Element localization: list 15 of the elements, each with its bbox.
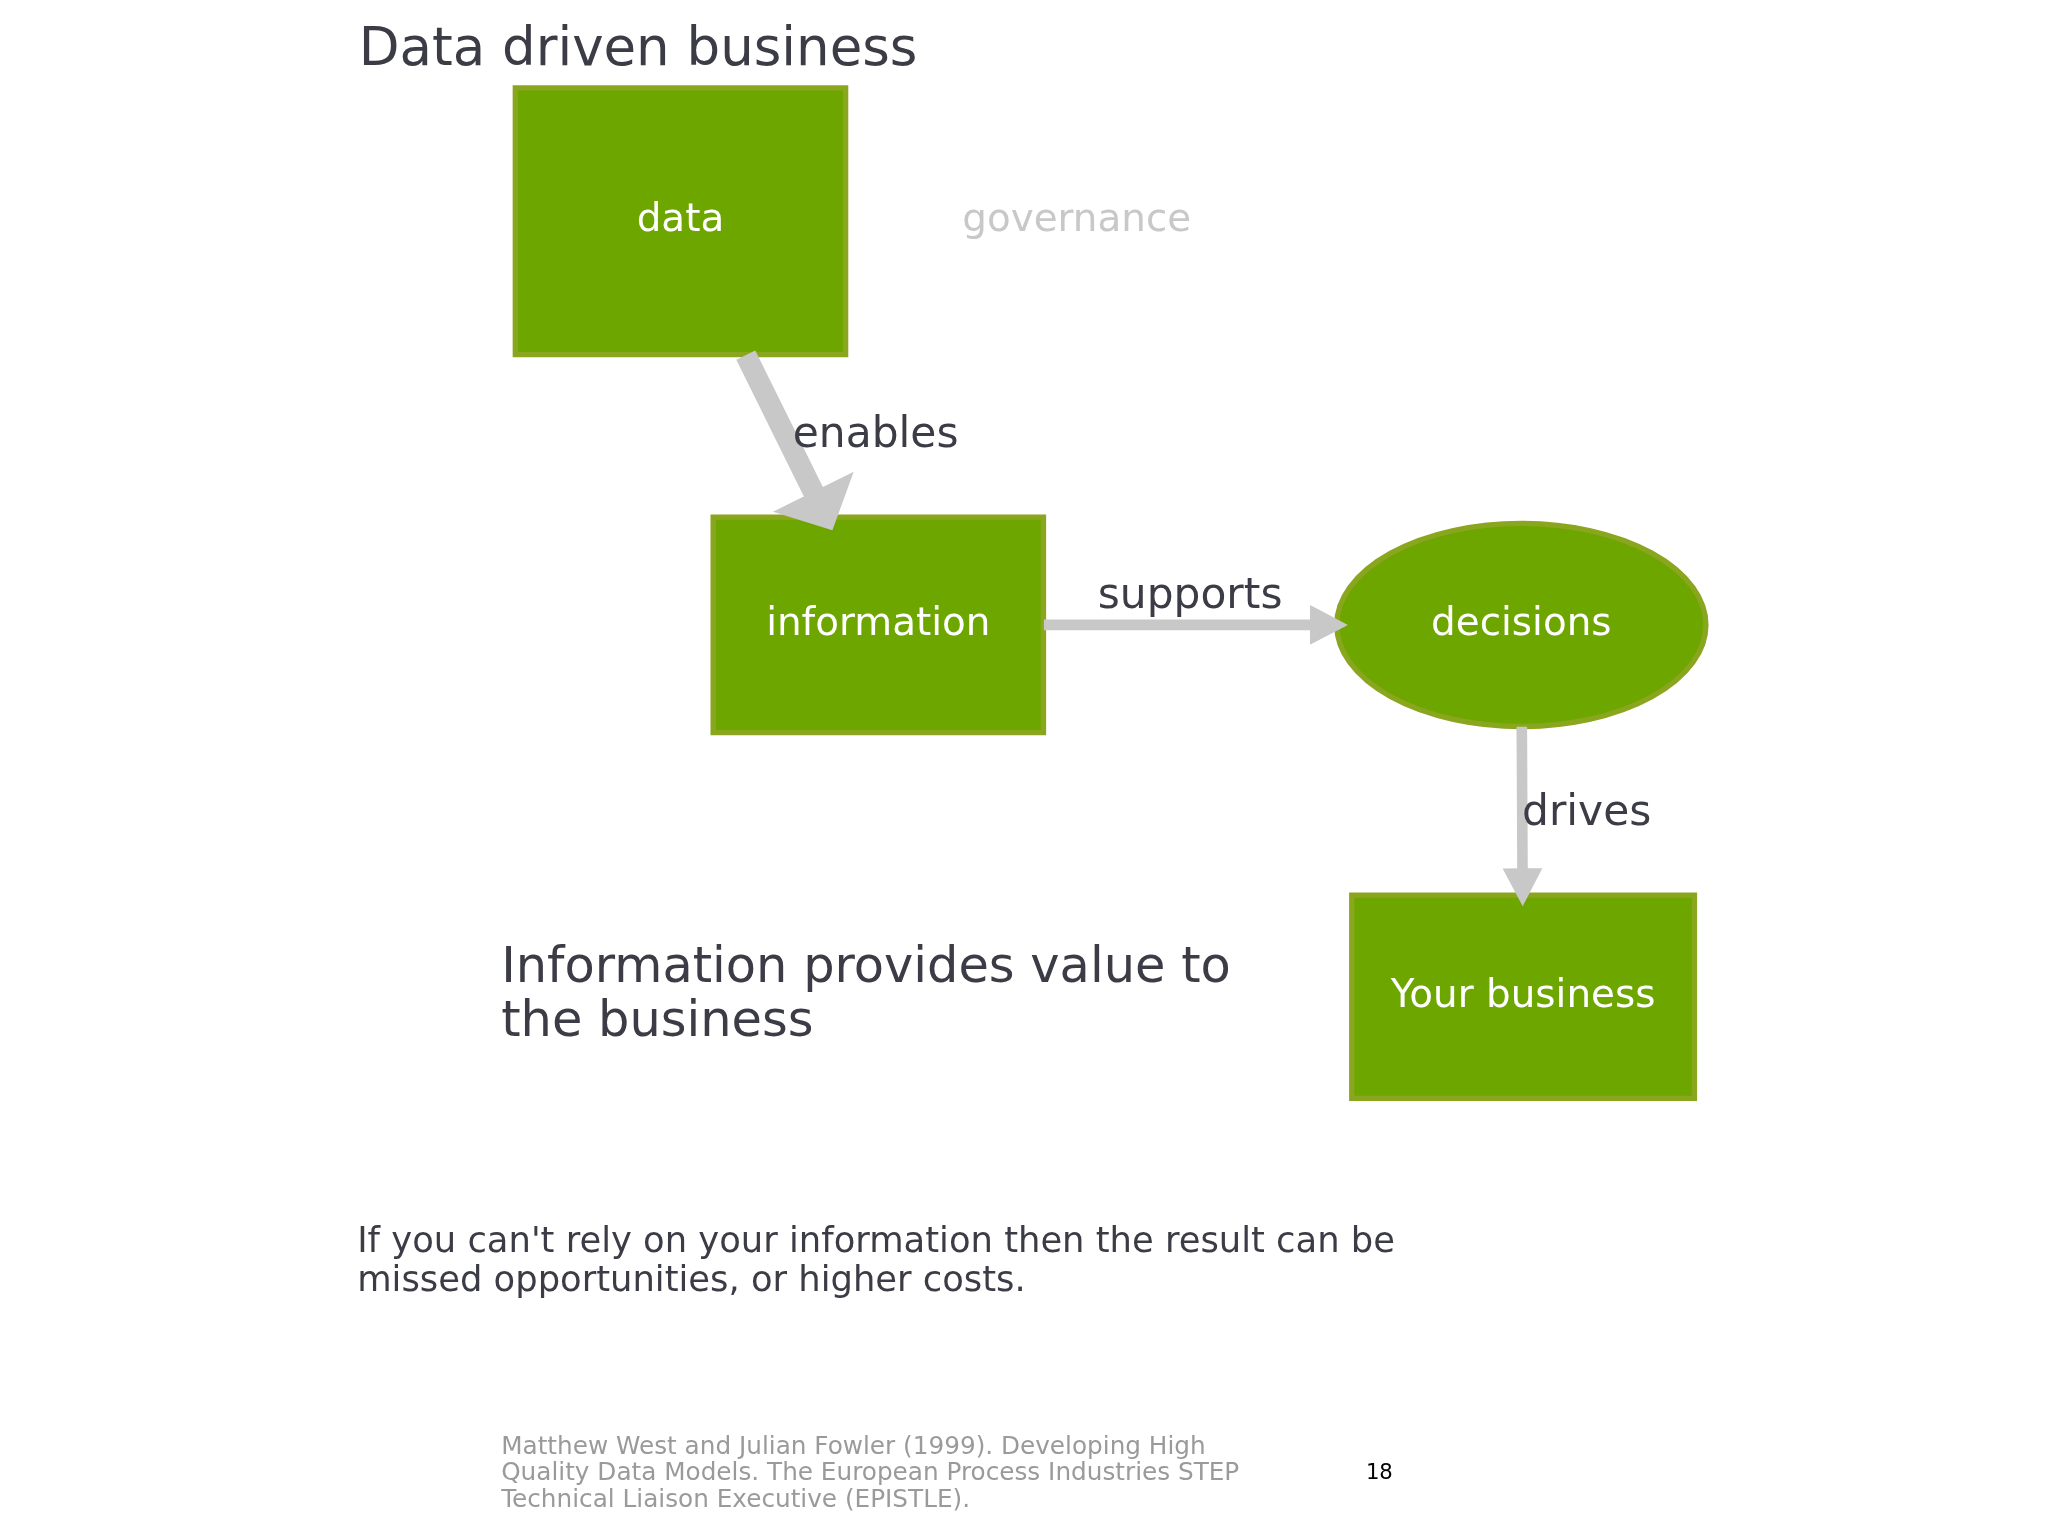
node-box: Your business [1348, 892, 1697, 1101]
arrow [735, 350, 854, 531]
node-box: information [710, 514, 1046, 736]
label: Information provides value to the business [500, 935, 1231, 1049]
arrow [1502, 726, 1542, 907]
edge-label: drives [1521, 785, 1651, 835]
node-box: data [512, 85, 848, 358]
diagram-title: Data driven business [358, 15, 917, 77]
arrow [1043, 605, 1348, 645]
edge-label: supports [1097, 568, 1282, 618]
label: Matthew West and Julian Fowler (1999). Developing High Quality Data Models. The European Process Industries STEP Technical Liaison Executive (EPISTLE). [500, 1430, 1239, 1513]
label: 18 [1365, 1459, 1393, 1485]
edge-label: enables [792, 407, 959, 457]
label: If you can't rely on your information then the result can be missed opportunities, or higher costs. [356, 1219, 1395, 1299]
node-ellipse: decisions [1333, 520, 1709, 730]
